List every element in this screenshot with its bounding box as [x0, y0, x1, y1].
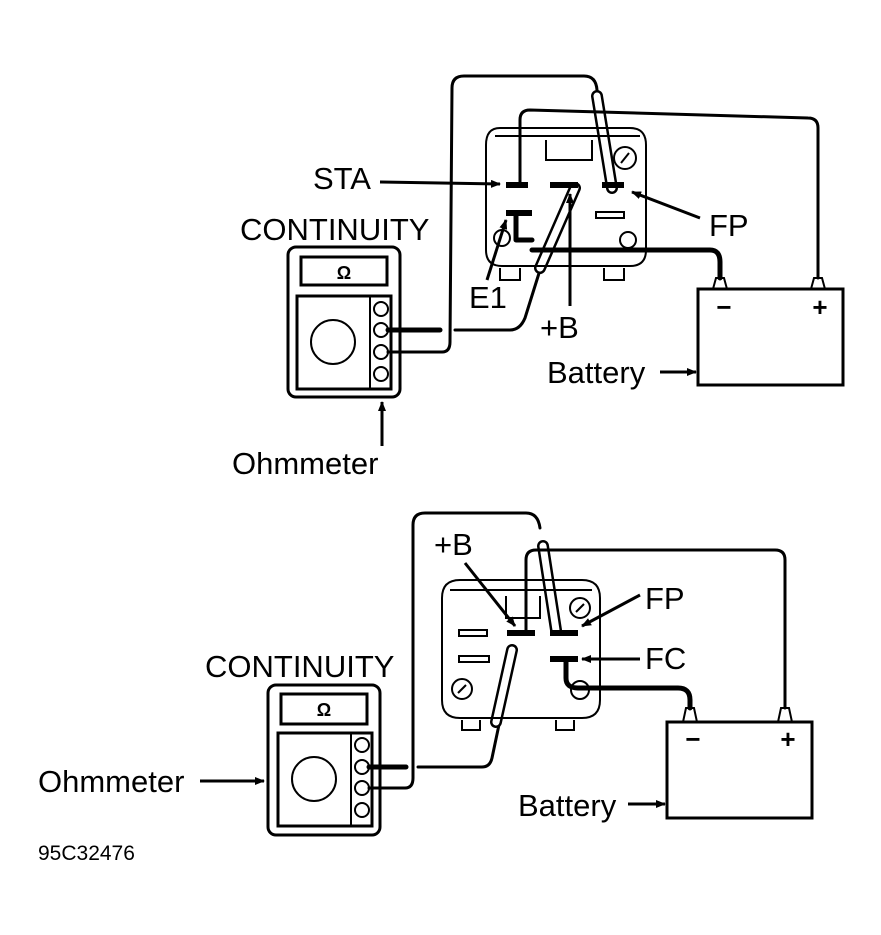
screw-icon	[451, 678, 473, 700]
battery-negative-sign: −	[716, 292, 731, 322]
label-continuity-top: CONTINUITY	[240, 212, 429, 247]
label-sta: STA	[313, 161, 371, 196]
terminal-plus-b	[507, 630, 535, 636]
lead-wire	[416, 718, 502, 769]
probe-top-a	[591, 90, 618, 194]
terminal-plus-b	[550, 182, 578, 188]
label-battery-bottom: Battery	[518, 788, 617, 823]
label-e1: E1	[469, 280, 507, 315]
screw-icon	[613, 146, 637, 170]
label-fc: FC	[645, 641, 686, 676]
label-ohmmeter-bottom: Ohmmeter	[38, 764, 184, 799]
lead-wire	[367, 511, 542, 790]
lead-wire	[386, 74, 599, 354]
label-plus-b-bottom: +B	[434, 527, 473, 562]
meter-dial	[310, 319, 356, 365]
terminal-e1	[506, 210, 532, 216]
meter-jack	[354, 737, 370, 753]
meter-jack	[354, 802, 370, 818]
arrow-e1	[485, 219, 508, 281]
label-fp-top: FP	[709, 208, 749, 243]
jumper-wire	[513, 213, 535, 243]
terminal-sta	[506, 182, 528, 188]
terminal-fc	[550, 656, 578, 662]
battery-bottom: − +	[665, 707, 814, 820]
lead-wire	[453, 268, 542, 332]
battery-neg-wire	[563, 659, 693, 711]
arrow-sta	[379, 179, 501, 188]
label-battery-top: Battery	[547, 355, 646, 390]
battery-pos-wire	[518, 108, 820, 280]
arrow-plus-b-bottom	[463, 562, 517, 627]
probe-bottom-b	[490, 644, 518, 728]
battery-positive-sign: +	[812, 292, 827, 322]
battery-positive-sign: +	[780, 724, 795, 754]
terminal-fp	[602, 182, 624, 188]
battery-pos-wire	[524, 548, 787, 710]
meter-display	[299, 255, 389, 287]
screw-icon	[569, 597, 591, 619]
label-fp-bottom: FP	[645, 581, 685, 616]
figure-id: 95C32476	[38, 842, 135, 865]
arrow-fp-bottom	[581, 593, 641, 628]
battery-neg-wire	[529, 247, 723, 281]
label-plus-b-top: +B	[540, 310, 579, 345]
ohmmeter-top: Ω	[286, 245, 402, 399]
ohmmeter-bottom: Ω	[266, 683, 382, 837]
battery-top: − +	[696, 277, 845, 387]
screw-icon	[619, 231, 637, 249]
bottom-diagram: Ω	[38, 511, 814, 837]
meter-jack	[373, 366, 389, 382]
meter-jack	[373, 301, 389, 317]
relay-connector-top	[485, 127, 647, 281]
label-ohmmeter-top: Ohmmeter	[232, 446, 378, 481]
ohm-symbol: Ω	[317, 700, 331, 720]
meter-display	[279, 692, 369, 726]
probe-bottom-a	[537, 540, 562, 636]
top-diagram: Ω	[232, 74, 845, 481]
meter-dial	[291, 756, 337, 802]
arrow-fp-top	[631, 190, 701, 220]
battery-negative-sign: −	[685, 724, 700, 754]
terminal-fp	[550, 630, 578, 636]
ohm-symbol: Ω	[337, 263, 351, 283]
label-continuity-bottom: CONTINUITY	[205, 649, 394, 684]
relay-connector-bottom	[441, 579, 601, 731]
